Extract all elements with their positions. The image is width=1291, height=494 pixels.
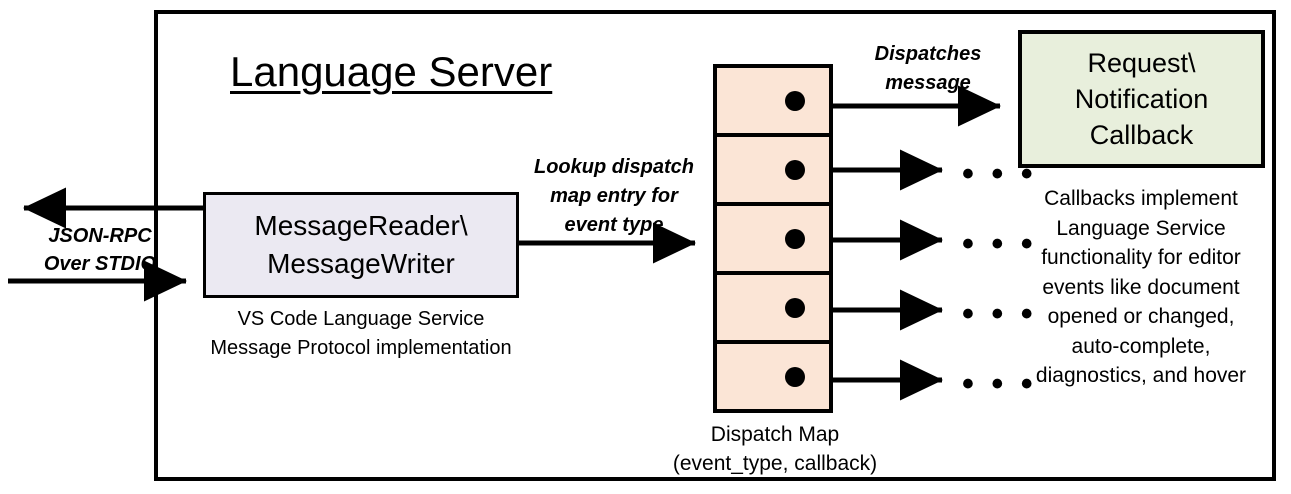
message-reader-line-2: MessageWriter <box>267 248 455 279</box>
callback-caption-line-1: Callbacks implement <box>1044 187 1238 210</box>
callback-caption-line-7: diagnostics, and hover <box>1035 364 1247 387</box>
ellipsis-row-3: • • • <box>962 225 1037 263</box>
dispatch-map-caption: Dispatch Map (event_type, callback) <box>640 420 910 478</box>
dispatch-entry-dot-icon <box>785 159 805 180</box>
callback-caption-line-6: auto-complete, <box>1071 334 1211 358</box>
callback-caption-line-4: events like document <box>1042 275 1240 299</box>
dispatch-map-row[interactable] <box>717 344 829 409</box>
lookup-label-line-1: Lookup dispatch <box>534 156 694 178</box>
lookup-label-line-3: event type <box>564 214 664 236</box>
node-message-reader-writer[interactable]: MessageReader\ MessageWriter <box>203 192 519 298</box>
dispatch-map-caption-line-1: Dispatch Map <box>710 423 840 446</box>
message-reader-caption-line-2: Message Protocol implementation <box>210 337 512 359</box>
ellipsis-row-5: • • • <box>962 365 1037 403</box>
dispatch-entry-dot-icon <box>785 90 805 111</box>
language-server-container <box>154 10 1276 481</box>
message-reader-caption: VS Code Language Service Message Protoco… <box>203 305 519 363</box>
jsonrpc-label-line-2: Over STDIO <box>43 253 157 275</box>
callback-caption-line-3: functionality for editor <box>1041 246 1241 269</box>
dispatch-label-line-2: message <box>885 72 971 94</box>
jsonrpc-label-line-1: JSON-RPC <box>48 225 152 247</box>
jsonrpc-edge-label: JSON-RPC Over STDIO <box>30 222 170 278</box>
dispatch-map-row[interactable] <box>717 206 829 275</box>
dispatch-entry-dot-icon <box>785 366 805 387</box>
callback-line-2: Notification <box>1074 84 1209 114</box>
dispatch-entry-dot-icon <box>785 228 805 249</box>
callback-caption-line-5: opened or changed, <box>1047 305 1235 328</box>
dispatch-map-table[interactable] <box>713 64 833 413</box>
callback-line-3: Callback <box>1089 120 1194 150</box>
dispatch-edge-label: Dispatches message <box>838 40 1018 98</box>
ellipsis-row-4: • • • <box>962 295 1037 333</box>
callback-line-1: Request\ <box>1087 48 1196 78</box>
dispatch-map-row[interactable] <box>717 68 829 137</box>
node-request-notification-callback[interactable]: Request\ Notification Callback <box>1018 30 1265 168</box>
dispatch-map-caption-line-2: (event_type, callback) <box>672 452 878 475</box>
dispatch-entry-dot-icon <box>785 297 805 318</box>
dispatch-map-row[interactable] <box>717 137 829 206</box>
page-title: Language Server <box>230 48 553 95</box>
callback-caption: Callbacks implement Language Service fun… <box>1010 184 1272 391</box>
message-reader-line-1: MessageReader\ <box>254 210 468 241</box>
lookup-edge-label: Lookup dispatch map entry for event type <box>519 153 709 240</box>
dispatch-label-line-1: Dispatches <box>874 43 982 65</box>
dispatch-map-row[interactable] <box>717 275 829 344</box>
callback-caption-line-2: Language Service <box>1056 216 1226 240</box>
message-reader-caption-line-1: VS Code Language Service <box>237 308 485 330</box>
lookup-label-line-2: map entry for <box>550 185 678 207</box>
